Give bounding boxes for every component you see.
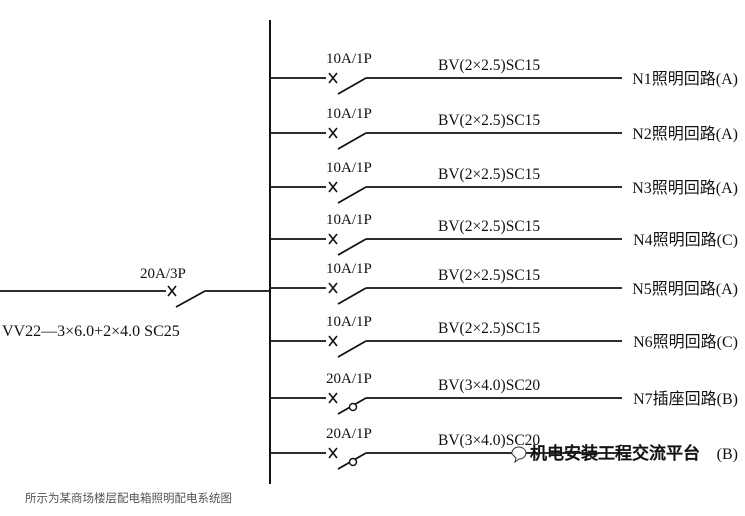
- wechat-icon: [511, 446, 527, 464]
- branch-breaker-rating: 20A/1P: [326, 371, 372, 387]
- branch-cable-spec: BV(2×2.5)SC15: [438, 218, 540, 235]
- circuit-name: N6照明回路(C): [633, 333, 738, 351]
- watermark: 机电安装工程交流平台: [511, 444, 700, 464]
- rcd-symbol: [348, 457, 358, 467]
- branch-breaker-rating: 10A/1P: [326, 212, 372, 228]
- circuit-name: N1照明回路(A): [632, 70, 738, 88]
- circuit-name: N4照明回路(C): [633, 231, 738, 249]
- watermark-text: 机电安装工程交流平台: [530, 444, 700, 464]
- circuit-name: N3照明回路(A): [632, 179, 738, 197]
- branch-breaker-rating: 20A/1P: [326, 426, 372, 442]
- branch-breaker-rating: 10A/1P: [326, 160, 372, 176]
- distribution-system-diagram: 20A/3P VV22—3×6.0+2×4.0 SC25 10A/1P BV(2×…: [0, 20, 738, 484]
- branch-breaker-rating: 10A/1P: [326, 51, 372, 67]
- branch-breaker-rating: 10A/1P: [326, 106, 372, 122]
- branch-cable-spec: BV(2×2.5)SC15: [438, 166, 540, 183]
- figure-caption: 所示为某商场楼层配电箱照明配电系统图: [25, 491, 232, 505]
- branch-circuit: 20A/1P BV(3×4.0)SC20 (B): [270, 426, 738, 470]
- branch-cable-spec: BV(3×4.0)SC20: [438, 377, 540, 394]
- breaker-symbol: [328, 181, 338, 193]
- branch-cable-spec: BV(2×2.5)SC15: [438, 320, 540, 337]
- breaker-symbol: [328, 233, 338, 245]
- circuit-name: (B): [717, 446, 738, 463]
- breaker-symbol: [328, 72, 338, 84]
- feeder-cable-spec: VV22—3×6.0+2×4.0 SC25: [2, 323, 180, 340]
- branch-cable-spec: BV(2×2.5)SC15: [438, 112, 540, 129]
- breaker-symbol: [328, 127, 338, 139]
- branch-breaker-rating: 10A/1P: [326, 261, 372, 277]
- breaker-symbol: [328, 335, 338, 347]
- branch-cable-spec: BV(2×2.5)SC15: [438, 267, 540, 284]
- breaker-symbol: [328, 447, 338, 459]
- circuit-name: N7插座回路(B): [633, 390, 738, 408]
- breaker-symbol: [328, 392, 338, 404]
- branch-cable-spec: BV(3×4.0)SC20: [438, 432, 540, 449]
- circuit-name: N2照明回路(A): [632, 125, 738, 143]
- branch-cable-spec: BV(2×2.5)SC15: [438, 57, 540, 74]
- breaker-symbol: [328, 282, 338, 294]
- incoming-feeder: 20A/3P VV22—3×6.0+2×4.0 SC25: [0, 266, 270, 340]
- feeder-breaker-rating: 20A/3P: [140, 266, 186, 282]
- rcd-symbol: [348, 402, 358, 412]
- branch-breaker-rating: 10A/1P: [326, 314, 372, 330]
- circuit-name: N5照明回路(A): [632, 280, 738, 298]
- feeder-breaker-symbol: [167, 285, 177, 297]
